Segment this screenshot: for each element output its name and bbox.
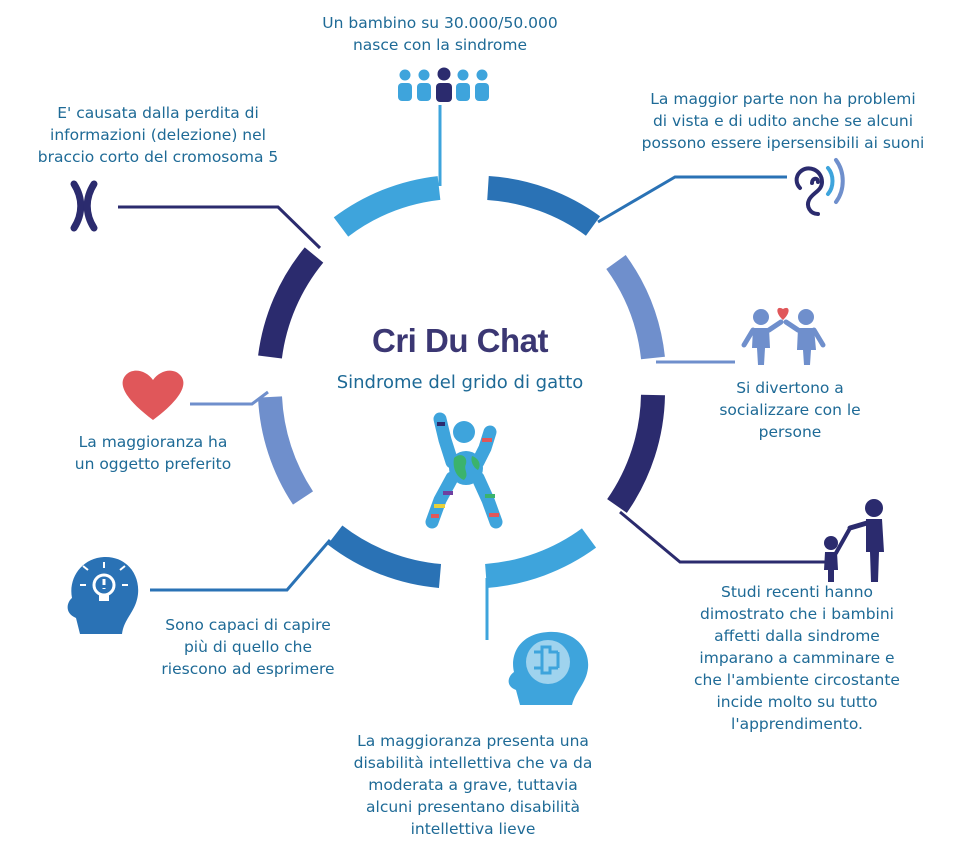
ring-segment-bottom-left <box>327 525 442 588</box>
center-subtitle: Sindrome del grido di gatto <box>336 372 584 393</box>
heart-icon <box>122 370 184 420</box>
ring-segment-left-lower <box>258 396 314 505</box>
fact-intellectual: La maggioranza presenta una disabilità i… <box>353 732 593 838</box>
people-row-icon <box>398 67 489 102</box>
ring-segment-left-upper <box>258 247 324 359</box>
connectors <box>118 105 835 640</box>
fact-senses: La maggior parte non ha problemi di vist… <box>641 90 925 152</box>
ear-icon <box>794 158 845 216</box>
children-heart-icon <box>741 307 826 365</box>
fact-social: Si divertono a socializzare con le perso… <box>719 379 861 441</box>
chromosome-figure-globe-icon <box>425 412 503 529</box>
brain-puzzle-icon <box>508 631 589 705</box>
ring-segment-bottom-right <box>484 528 597 588</box>
ring <box>258 176 665 588</box>
fact-favorite: La maggioranza ha un oggetto preferito <box>74 433 232 473</box>
connector-senses <box>597 175 787 224</box>
chromosome-icon <box>70 180 98 232</box>
fact-incidence: Un bambino su 30.000/50.000 nasce con la… <box>322 14 558 54</box>
connector-cause <box>118 205 322 250</box>
ring-segment-top-left <box>333 176 441 237</box>
head-lightbulb-icon <box>67 556 139 634</box>
connector-understanding <box>150 539 332 592</box>
connector-favorite <box>190 390 269 406</box>
connector-walking <box>619 510 835 564</box>
parent-child-walking-icon <box>824 499 884 582</box>
fact-walking: Studi recenti hanno dimostrato che i bam… <box>694 583 900 733</box>
ring-segment-right-lower <box>607 394 665 513</box>
fact-understanding: Sono capaci di capire più di quello che … <box>161 616 335 678</box>
center-title: Cri Du Chat <box>372 322 549 359</box>
ring-segment-top-right <box>486 176 601 236</box>
fact-cause: E' causata dalla perdita di informazioni… <box>37 104 279 166</box>
ring-segment-right-upper <box>606 254 665 360</box>
